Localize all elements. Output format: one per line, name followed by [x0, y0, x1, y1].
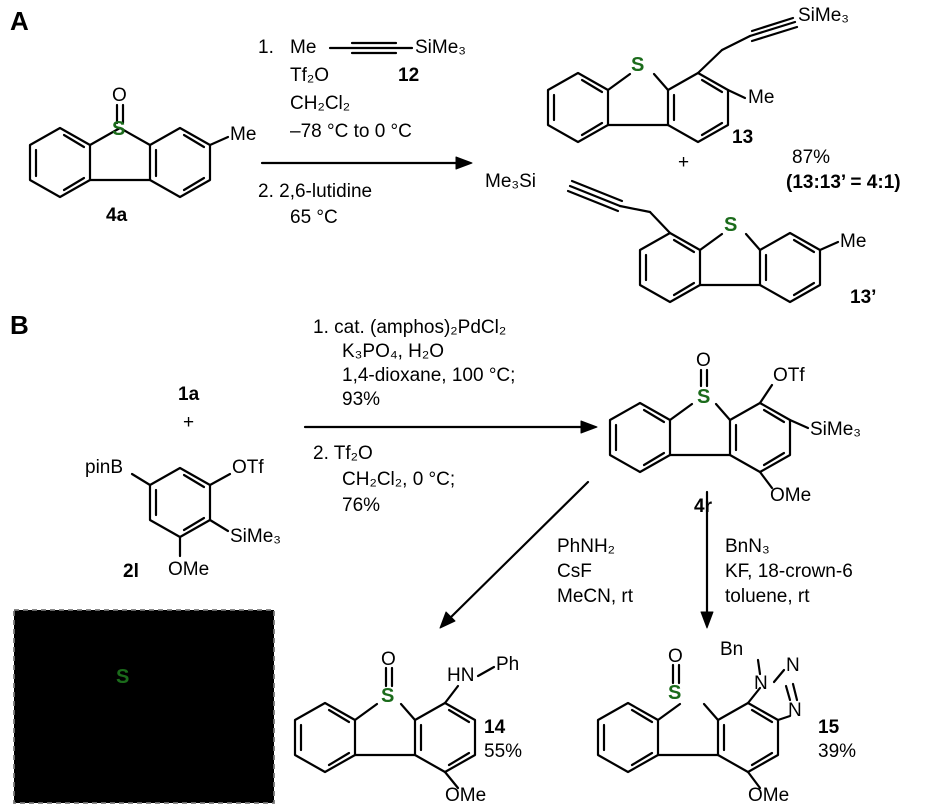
sulfur-15: S — [668, 682, 682, 704]
compound-id-IV: IV — [116, 774, 134, 795]
methoxy-14: OMe — [445, 785, 487, 806]
benzyl-15: Bn — [720, 639, 744, 660]
ratio-a: (13:13’ = 4:1) — [786, 172, 901, 193]
methyl-13-prime: Me — [840, 231, 867, 252]
cond-a-reagent-id: 12 — [398, 65, 420, 86]
silyl-2l: SiMe₃ — [230, 526, 282, 547]
methoxy-IV: OMe — [198, 765, 240, 786]
nitrogen-15-2: N — [786, 655, 800, 676]
silyl-13: SiMe₃ — [798, 5, 850, 26]
cond-b-step1-line2: K₃PO₄, H₂O — [342, 341, 445, 362]
cond-b-step2-line2: CH₂Cl₂, 0 °C; — [342, 469, 456, 490]
structure-2l — [130, 466, 232, 558]
plus-b: + — [183, 412, 195, 433]
sulfur-13: S — [631, 54, 645, 76]
sulfur-13-prime: S — [724, 214, 738, 236]
compound-id-4r: 4r — [694, 496, 712, 517]
panel-a-label: A — [10, 6, 29, 36]
cond-b-step1-yield: 93% — [342, 389, 381, 410]
cond-b-step2-line1: 2. Tf₂O — [313, 443, 373, 464]
cond-a-tf2o: Tf₂O — [290, 65, 330, 86]
pinb-2l: pinB — [85, 457, 124, 478]
oxygen-14: O — [381, 649, 396, 670]
methoxy-2l: OMe — [168, 559, 210, 580]
phenyl-14: Ph — [496, 654, 520, 675]
oxygen-15: O — [668, 646, 683, 667]
nitrogen-15-3: N — [788, 700, 802, 721]
panel-b-label: B — [10, 310, 29, 340]
compound-id-15: 15 — [818, 717, 840, 738]
compound-id-1a: 1a — [178, 384, 200, 405]
compound-id-13-prime: 13’ — [850, 287, 877, 308]
cond-right-1: BnN₃ — [725, 536, 770, 557]
structure-13-prime — [566, 179, 840, 304]
structure-13 — [546, 16, 799, 144]
yield-15: 39% — [818, 741, 857, 762]
methyl-13: Me — [748, 87, 775, 108]
cond-a-solvent: CH₂Cl₂ — [290, 93, 351, 114]
silyl-4r: SiMe₃ — [810, 419, 862, 440]
sulfur-4a: S — [112, 118, 126, 140]
methoxy-4r: OMe — [770, 485, 812, 506]
cond-a-step2: 2. 2,6-lutidine — [258, 181, 373, 202]
cond-left-2: CsF — [557, 561, 592, 582]
silyl-13-prime: Me₃Si — [485, 171, 537, 192]
oxygen-4a: O — [112, 85, 127, 106]
compound-id-14: 14 — [484, 717, 506, 738]
plus-a: + — [678, 152, 690, 173]
otf-4r: OTf — [773, 365, 805, 386]
oxygen-IV: O — [116, 630, 131, 651]
compound-id-2l: 2l — [123, 561, 139, 582]
structure-4a — [28, 103, 230, 199]
cond-right-3: toluene, rt — [725, 586, 810, 607]
compound-id-13: 13 — [732, 127, 754, 148]
cond-a-step2-temp: 65 °C — [290, 207, 338, 228]
nitrogen-15-1: N — [754, 673, 768, 694]
cond-a-temp: –78 °C to 0 °C — [290, 121, 412, 142]
cond-a-step1-num: 1. — [258, 37, 274, 58]
sulfur-14: S — [381, 685, 395, 707]
otf-2l: OTf — [232, 457, 264, 478]
cond-b-step1-line3: 1,4-dioxane, 100 °C; — [342, 365, 516, 386]
yield-a: 87% — [792, 147, 831, 168]
structure-15 — [596, 658, 799, 790]
cond-right-2: KF, 18-crown-6 — [725, 561, 853, 582]
structure-14 — [293, 665, 496, 790]
sulfur-IV: S — [116, 666, 130, 688]
sulfur-4r: S — [697, 386, 711, 408]
structure-IV — [28, 648, 212, 772]
cond-left-3: MeCN, rt — [557, 586, 633, 607]
cond-a-reagent-si: SiMe₃ — [415, 37, 467, 58]
compound-id-4a: 4a — [106, 205, 128, 226]
cond-b-step1-line1: 1. cat. (amphos)₂PdCl₂ — [313, 317, 507, 338]
structure-4r — [608, 368, 810, 490]
cond-left-1: PhNH₂ — [557, 536, 616, 557]
methoxy-15: OMe — [748, 785, 790, 806]
oxygen-4r: O — [696, 350, 711, 371]
cond-a-reagent-me: Me — [290, 37, 317, 58]
yield-14: 55% — [484, 741, 523, 762]
amine-14: HN — [447, 665, 475, 686]
methyl-4a: Me — [230, 124, 257, 145]
cond-b-step2-yield: 76% — [342, 495, 381, 516]
